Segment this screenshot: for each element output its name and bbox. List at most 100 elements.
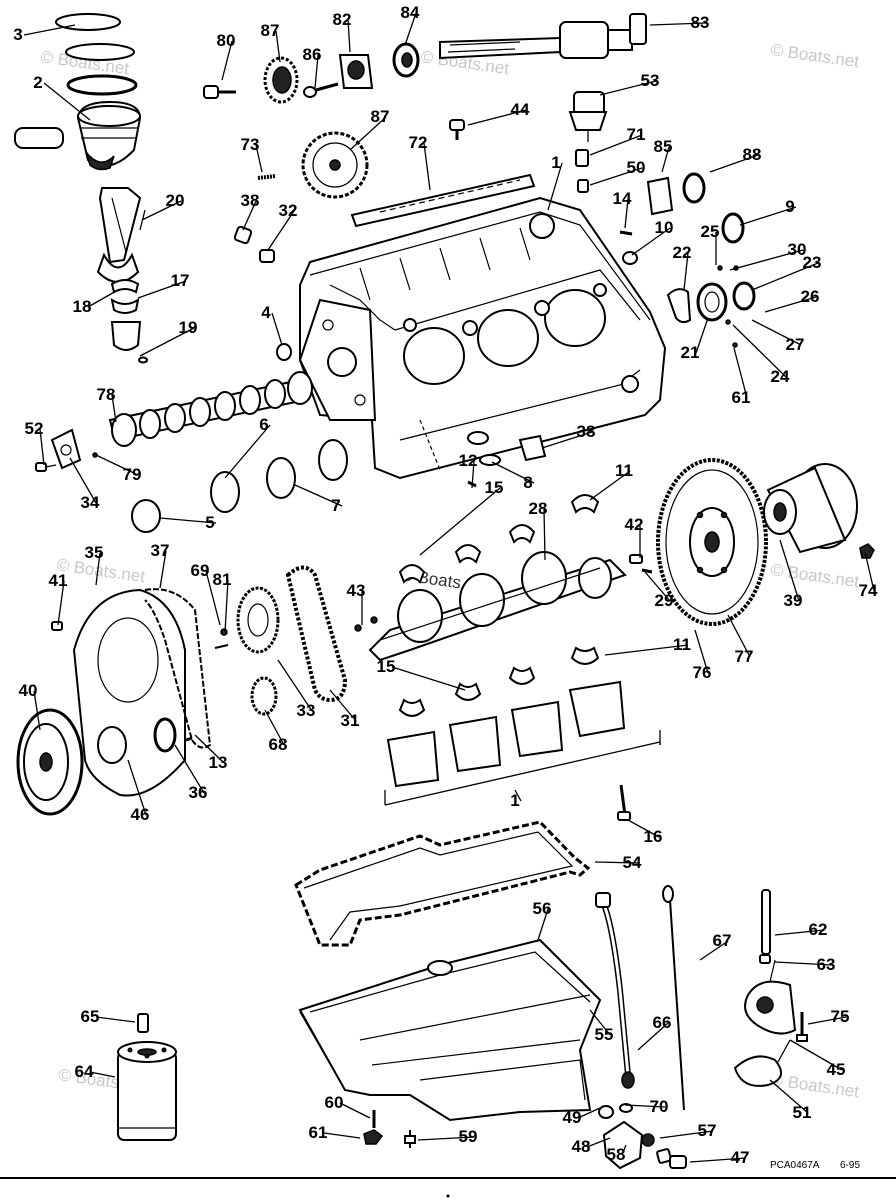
callout-number: 54 xyxy=(623,853,642,872)
callout-number: 7 xyxy=(331,496,340,515)
callout-61: 61 xyxy=(732,347,750,407)
callout-number: 72 xyxy=(409,133,428,152)
leader-line xyxy=(732,324,787,378)
callout-number: 38 xyxy=(577,422,596,441)
callout-number: 39 xyxy=(784,591,803,610)
callout-number: 19 xyxy=(179,318,198,337)
leader-line xyxy=(864,551,875,592)
callout-72: 72 xyxy=(409,133,431,191)
leader-line xyxy=(391,666,466,691)
leader-line xyxy=(347,19,351,53)
callout-number: 1 xyxy=(551,153,560,172)
callout-1: 1 xyxy=(510,789,522,810)
callout-38: 38 xyxy=(541,422,596,449)
callout-number: 12 xyxy=(459,451,478,470)
leader-line xyxy=(769,1079,809,1114)
callout-11: 11 xyxy=(604,635,691,656)
leader-line xyxy=(39,428,45,466)
callout-number: 49 xyxy=(563,1108,582,1127)
leader-line xyxy=(194,734,225,764)
callout-48: 48 xyxy=(572,1137,611,1156)
callout-number: 84 xyxy=(401,3,420,22)
flywheel-group xyxy=(656,458,875,626)
leader-line xyxy=(627,819,660,838)
top-small-parts xyxy=(203,13,745,265)
leader-line xyxy=(599,80,657,96)
leader-line xyxy=(111,394,117,423)
callout-number: 31 xyxy=(341,711,360,730)
leader-line xyxy=(43,82,91,121)
callout-38: 38 xyxy=(241,191,259,231)
callout-number: 5 xyxy=(205,513,214,532)
leader-line xyxy=(95,454,139,476)
callout-number: 81 xyxy=(213,570,232,589)
callout-61: 61 xyxy=(309,1123,361,1142)
callout-15: 15 xyxy=(419,478,503,556)
leader-line xyxy=(637,1022,669,1051)
camshaft-group xyxy=(35,371,348,533)
callout-number: 11 xyxy=(615,461,633,480)
crankshaft-group xyxy=(354,494,661,806)
callout-number: 53 xyxy=(641,71,660,90)
callout-19: 19 xyxy=(139,318,198,357)
callout-62: 62 xyxy=(774,920,828,939)
leader-line xyxy=(23,24,76,36)
callout-number: 25 xyxy=(701,222,720,241)
leader-line xyxy=(683,252,689,291)
callout-number: 10 xyxy=(655,218,674,237)
piston-group xyxy=(14,13,148,364)
leader-line xyxy=(467,109,527,126)
leader-line xyxy=(541,431,593,449)
callout-number: 55 xyxy=(595,1025,614,1044)
leader-line xyxy=(174,744,205,794)
callout-number: 79 xyxy=(123,465,142,484)
leader-line xyxy=(547,162,563,211)
callout-1: 1 xyxy=(547,153,563,211)
leader-line xyxy=(329,689,357,722)
callout-24: 24 xyxy=(732,324,790,386)
callout-88: 88 xyxy=(709,145,762,173)
leader-line xyxy=(594,861,639,864)
callout-51: 51 xyxy=(769,1079,811,1122)
callout-number: 29 xyxy=(655,591,674,610)
callout-number: 8 xyxy=(523,473,532,492)
callout-77: 77 xyxy=(727,614,754,666)
callout-63: 63 xyxy=(774,955,835,974)
callout-14: 14 xyxy=(613,189,632,229)
callout-28: 28 xyxy=(529,499,547,561)
leader-line xyxy=(695,317,709,354)
callout-83: 83 xyxy=(649,13,709,32)
callout-number: 67 xyxy=(713,931,732,950)
callout-number: 16 xyxy=(644,827,663,846)
callout-50: 50 xyxy=(589,158,645,186)
callout-75: 75 xyxy=(807,1007,849,1026)
leader-line xyxy=(491,461,535,484)
callout-number: 88 xyxy=(743,145,762,164)
oil-pan xyxy=(298,938,602,1148)
leader-line xyxy=(751,319,802,346)
callout-number: 43 xyxy=(347,581,366,600)
callout-number: 30 xyxy=(788,240,807,259)
callout-number: 66 xyxy=(653,1013,672,1032)
callout-16: 16 xyxy=(627,819,663,846)
callout-81: 81 xyxy=(213,570,232,633)
leader-line xyxy=(419,487,501,556)
oil-filter-group xyxy=(117,1013,177,1141)
leader-line xyxy=(205,570,221,626)
callout-8: 8 xyxy=(491,461,535,492)
callout-number: 77 xyxy=(735,647,754,666)
rear-seal-group xyxy=(666,265,756,348)
callout-49: 49 xyxy=(563,1107,601,1127)
footer-code: PCA0467A xyxy=(770,1160,820,1171)
leader-line xyxy=(267,210,295,251)
leader-line xyxy=(89,1071,116,1078)
leader-line xyxy=(224,424,271,479)
callout-57: 57 xyxy=(659,1121,716,1140)
callout-number: 62 xyxy=(809,920,828,939)
leader-line xyxy=(779,539,800,602)
front-cover-group xyxy=(16,565,348,816)
callout-65: 65 xyxy=(81,1007,136,1026)
callout-87: 87 xyxy=(349,107,389,151)
